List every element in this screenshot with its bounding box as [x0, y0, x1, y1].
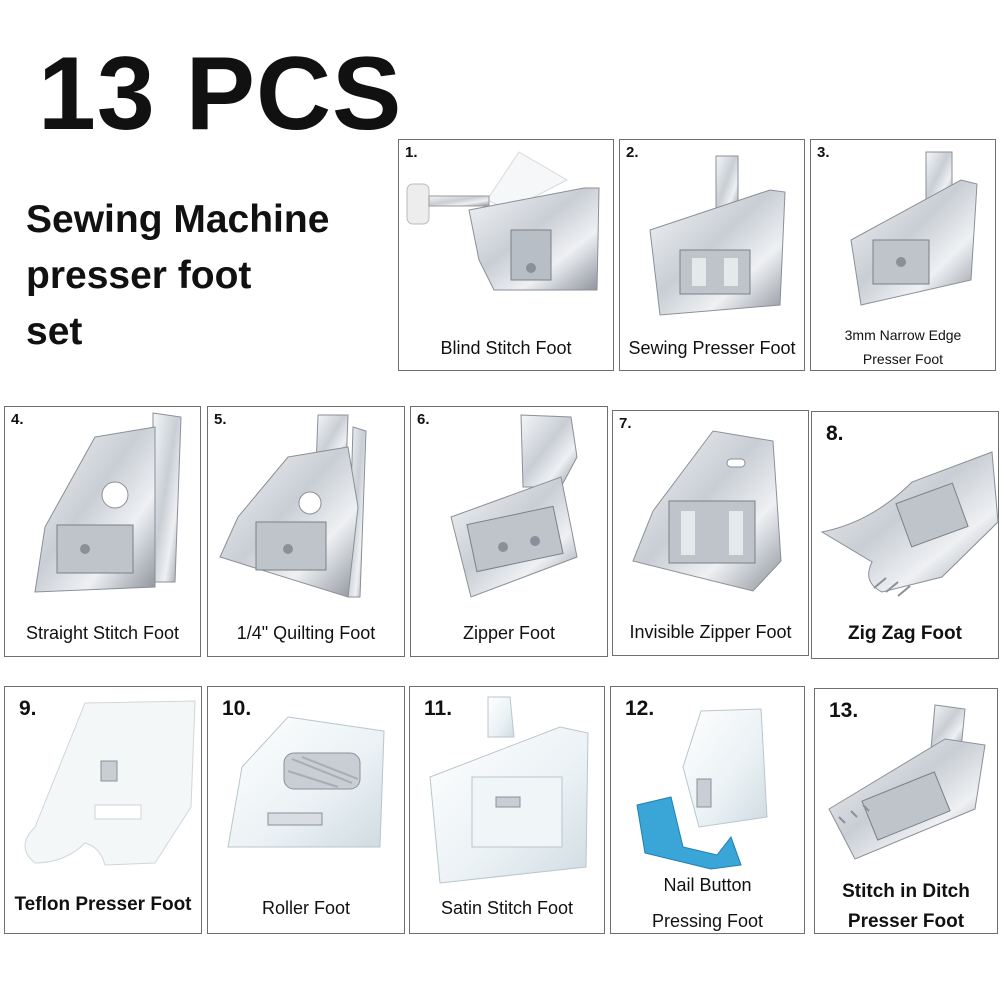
product-card-4: 4. Straight Stitch Foot: [4, 406, 201, 657]
stitch-in-ditch-foot-icon: [828, 704, 986, 860]
item-label: 1/4" Quilting Foot: [236, 623, 376, 643]
product-card-2: 2. Sewing Presser Foot: [619, 139, 805, 371]
quilting-foot-icon: [219, 414, 367, 598]
product-card-3: 3. 3mm Narrow Edge Presser Foot: [810, 139, 996, 371]
product-card-11: 11. Satin Stitch Foot: [409, 686, 605, 934]
satin-stitch-foot-icon: [429, 696, 589, 884]
item-number: 13.: [829, 699, 859, 722]
item-label: Sewing Presser Foot: [628, 338, 796, 358]
item-number: 5.: [214, 411, 227, 428]
item-label: Blind Stitch Foot: [440, 338, 572, 358]
product-card-12: 12. Nail Button Pressing Foot: [610, 686, 805, 934]
item-number: 6.: [417, 411, 430, 428]
straight-stitch-foot-icon: [34, 412, 182, 593]
item-number: 3.: [817, 144, 830, 161]
narrow-edge-foot-icon: [850, 151, 978, 306]
product-card-13: 13. Stitch in Ditch Presser Foot: [814, 688, 998, 934]
roller-foot-icon: [227, 716, 385, 848]
item-number: 8.: [826, 422, 844, 445]
page-title: 13 PCS: [38, 36, 403, 152]
item-number: 12.: [625, 697, 655, 720]
item-label-line: Presser Foot: [847, 911, 965, 932]
item-label: Zig Zag Foot: [848, 623, 962, 644]
item-label: Nail Button Pressing Foot: [611, 867, 804, 939]
subtitle-line: Sewing Machine: [26, 198, 330, 241]
item-label: Satin Stitch Foot: [440, 898, 574, 918]
item-number: 9.: [19, 697, 37, 720]
item-number: 4.: [11, 411, 24, 428]
product-card-1: 1. Blind Stitch Foot: [398, 139, 614, 371]
page-subtitle: Sewing Machine presser foot set: [26, 192, 386, 360]
item-label-line: Stitch in Ditch: [842, 881, 970, 902]
item-number: 11.: [424, 697, 453, 720]
product-card-5: 5. 1/4" Quilting Foot: [207, 406, 405, 657]
zig-zag-foot-icon: [820, 451, 999, 597]
item-label-line: Pressing Foot: [651, 911, 764, 931]
subtitle-line: presser foot: [26, 254, 252, 297]
invisible-zipper-foot-icon: [632, 430, 782, 592]
item-label-line: Presser Foot: [862, 350, 944, 367]
item-label: Stitch in Ditch Presser Foot: [815, 877, 997, 937]
item-label: Roller Foot: [261, 898, 351, 918]
product-card-7: 7. Invisible Zipper Foot: [612, 410, 809, 656]
teflon-presser-foot-icon: [24, 700, 196, 866]
item-label: 3mm Narrow Edge Presser Foot: [811, 324, 995, 372]
subtitle-line: set: [26, 310, 83, 353]
nail-button-foot-icon: [636, 708, 768, 870]
sewing-presser-foot-icon: [649, 155, 786, 316]
item-label-line: Nail Button: [663, 875, 752, 895]
item-label-line: 3mm Narrow Edge: [844, 327, 962, 343]
zipper-foot-icon: [450, 414, 578, 598]
item-label: Zipper Foot: [462, 623, 556, 643]
item-label: Teflon Presser Foot: [14, 894, 192, 915]
blind-stitch-foot-icon: [406, 151, 600, 291]
item-number: 2.: [626, 144, 639, 161]
product-card-9: 9. Teflon Presser Foot: [4, 686, 202, 934]
item-label: Invisible Zipper Foot: [629, 622, 792, 642]
product-card-6: 6. Zipper Foot: [410, 406, 608, 657]
item-number: 10.: [222, 697, 252, 720]
item-number: 1.: [405, 144, 418, 161]
item-number: 7.: [619, 415, 632, 432]
item-label: Straight Stitch Foot: [25, 623, 180, 643]
product-card-8: 8. Zig Zag Foot: [811, 411, 999, 659]
product-card-10: 10. Roller Foot: [207, 686, 405, 934]
